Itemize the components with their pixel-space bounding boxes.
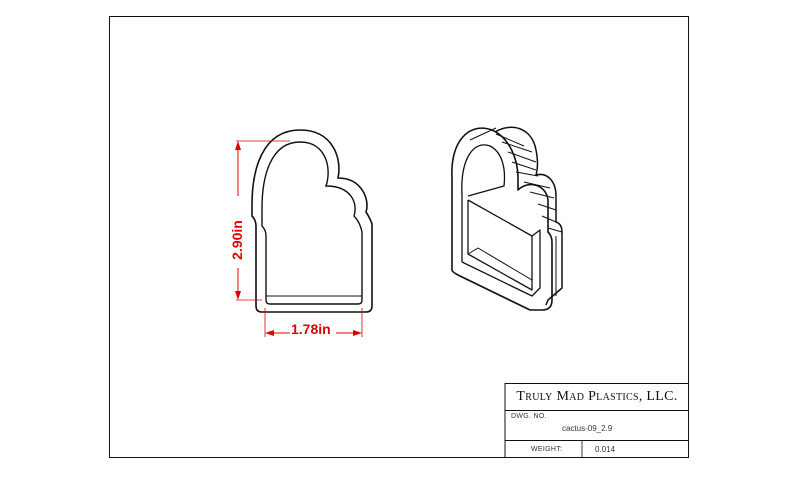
iso-rim-1 [495,133,525,147]
dwg-no-cell: DWG. NO. cactus-09_2.9 [505,410,689,440]
title-block: Truly Mad Plastics, LLC. DWG. NO. cactus… [505,383,689,458]
iso-rim-3 [507,151,537,163]
dimension-width-label: 1.78in [291,321,331,337]
iso-back-outline [494,126,563,306]
iso-inner-box [467,199,533,291]
dim-v-arrow-bottom [235,291,241,300]
dim-h-arrow-left [265,330,274,336]
front-view-outer-outline [251,129,373,313]
iso-rim-7 [529,191,555,199]
dim-v-arrow-top [235,141,241,150]
dim-h-arrow-right [353,330,362,336]
weight-cell: WEIGHT: 0.014 [505,440,689,458]
drawing-frame [109,16,689,458]
dimension-height-label: 2.90in [228,220,245,260]
dwg-no-label: DWG. NO. [511,413,547,420]
iso-inner-right [461,229,541,297]
iso-top-curve-edge [469,127,497,141]
isometric-view [451,126,563,311]
dwg-no-value: cactus-09_2.9 [562,424,613,433]
iso-rim-6 [523,181,551,189]
iso-inner-floor [467,247,533,281]
iso-front-inner [461,144,506,262]
weight-label: WEIGHT: [531,446,563,453]
iso-rim-2 [501,141,533,153]
iso-front-outer [451,127,553,311]
iso-rim-10 [547,227,563,233]
iso-rim-5 [515,171,539,177]
company-name: Truly Mad Plastics, LLC. [505,383,689,410]
iso-rim-9 [541,215,557,223]
iso-rim-8 [537,203,557,211]
front-view-inner-outline [261,141,363,305]
weight-value: 0.014 [595,445,616,454]
iso-rim-4 [511,161,537,171]
